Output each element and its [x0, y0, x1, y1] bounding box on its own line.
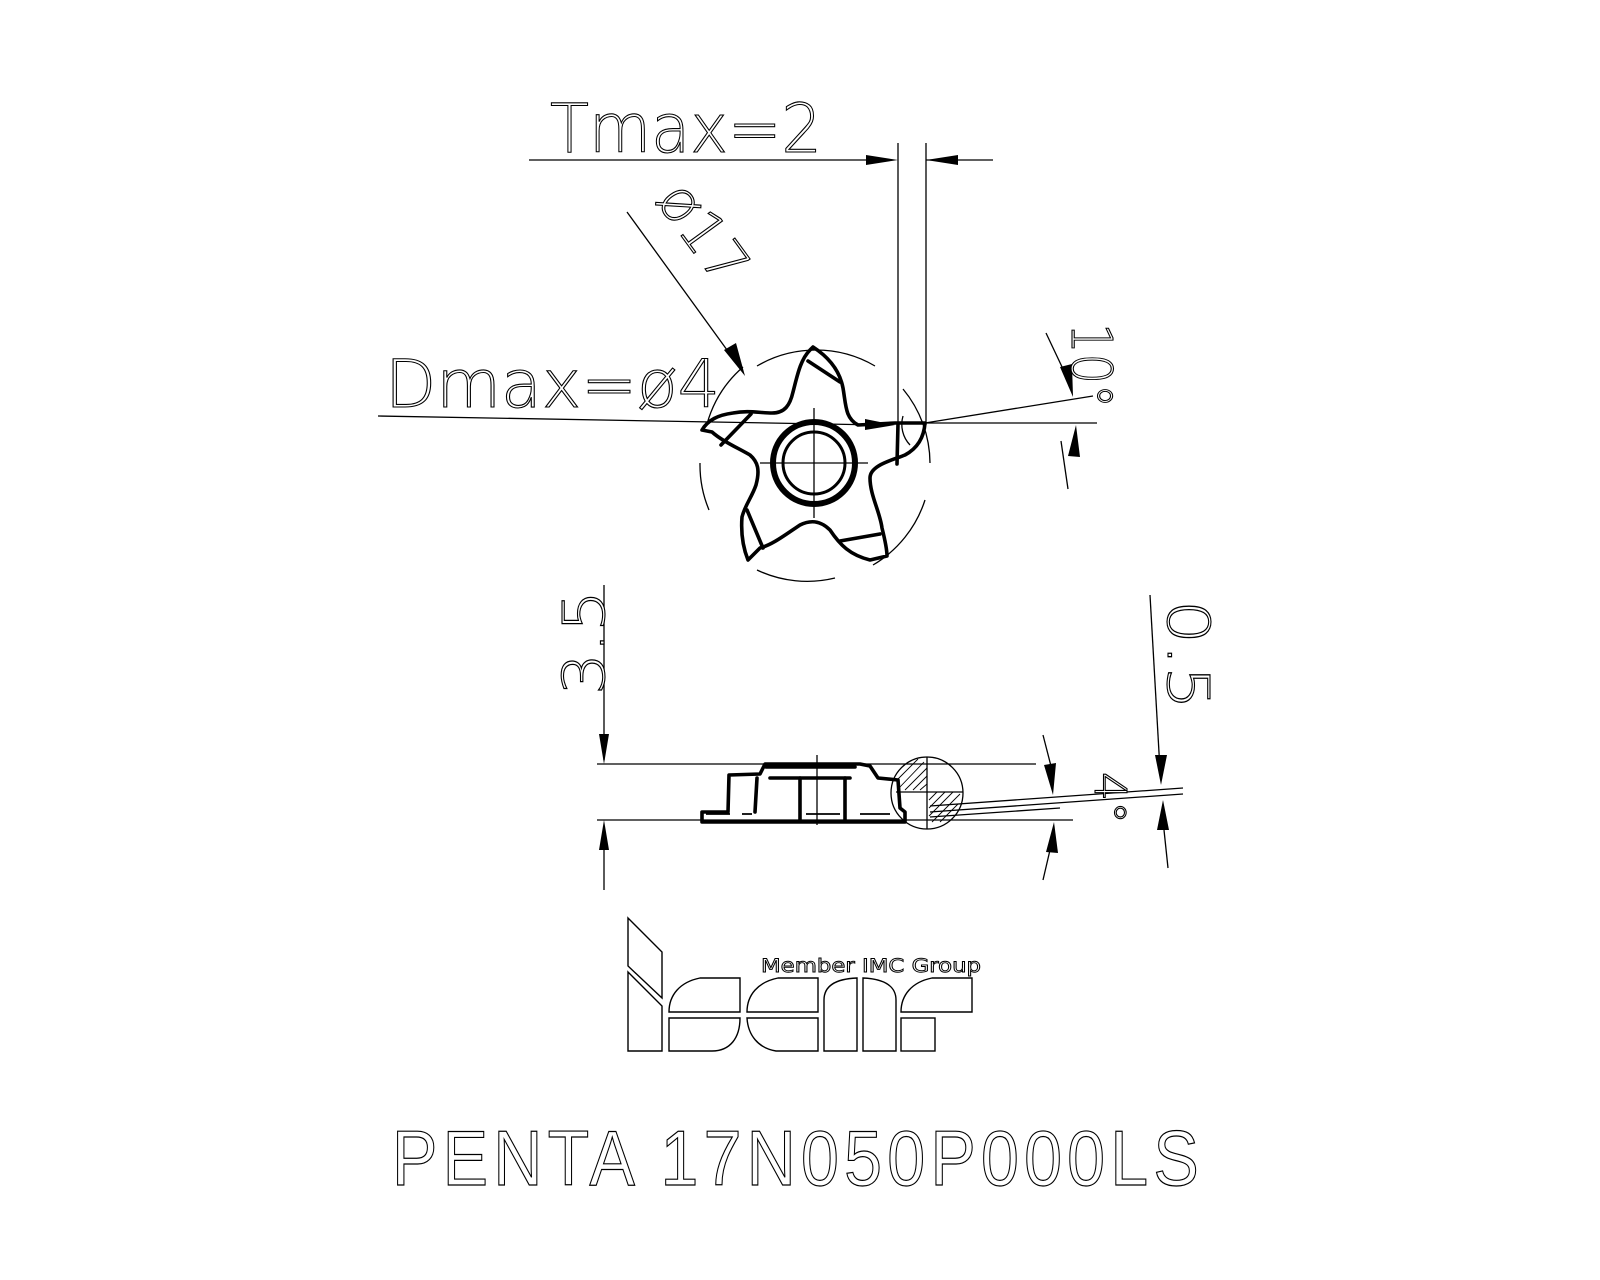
edge-05-dimension: 0.5 [1149, 594, 1223, 869]
detail-circle [890, 756, 1184, 830]
part-number-title: PENTA 17N050P000LS [392, 1114, 1204, 1202]
top-view: Tmax=2 ø17 Dmax=ø4 [377, 89, 1124, 582]
side-view: 3.5 [549, 585, 1223, 890]
insert-star-outline [700, 345, 927, 562]
logo-tagline: Member IMC Group [761, 955, 981, 977]
height-35-dimension: 3.5 [549, 585, 1073, 890]
tmax-dimension: Tmax=2 [529, 89, 993, 425]
dmax-label: Dmax=ø4 [385, 346, 720, 423]
center-bore [760, 408, 868, 518]
iscar-logo: Member IMC Group [627, 916, 981, 1052]
outer-diameter-arcs [699, 349, 931, 582]
angle-10-label: 10° [1058, 323, 1123, 408]
dmax-dimension: Dmax=ø4 [377, 345, 895, 430]
tmax-label: Tmax=2 [550, 90, 822, 169]
angle-10-dimension: 10° [924, 322, 1124, 490]
insert-side-profile [700, 755, 907, 825]
diameter-17-dimension: ø17 [626, 168, 764, 376]
height-35-label: 3.5 [550, 590, 618, 695]
diameter-17-label: ø17 [644, 168, 764, 297]
edge-05-label: 0.5 [1154, 600, 1222, 710]
angle-4-label: 4° [1084, 772, 1135, 824]
angle-4-dimension: 4° [1042, 734, 1136, 881]
